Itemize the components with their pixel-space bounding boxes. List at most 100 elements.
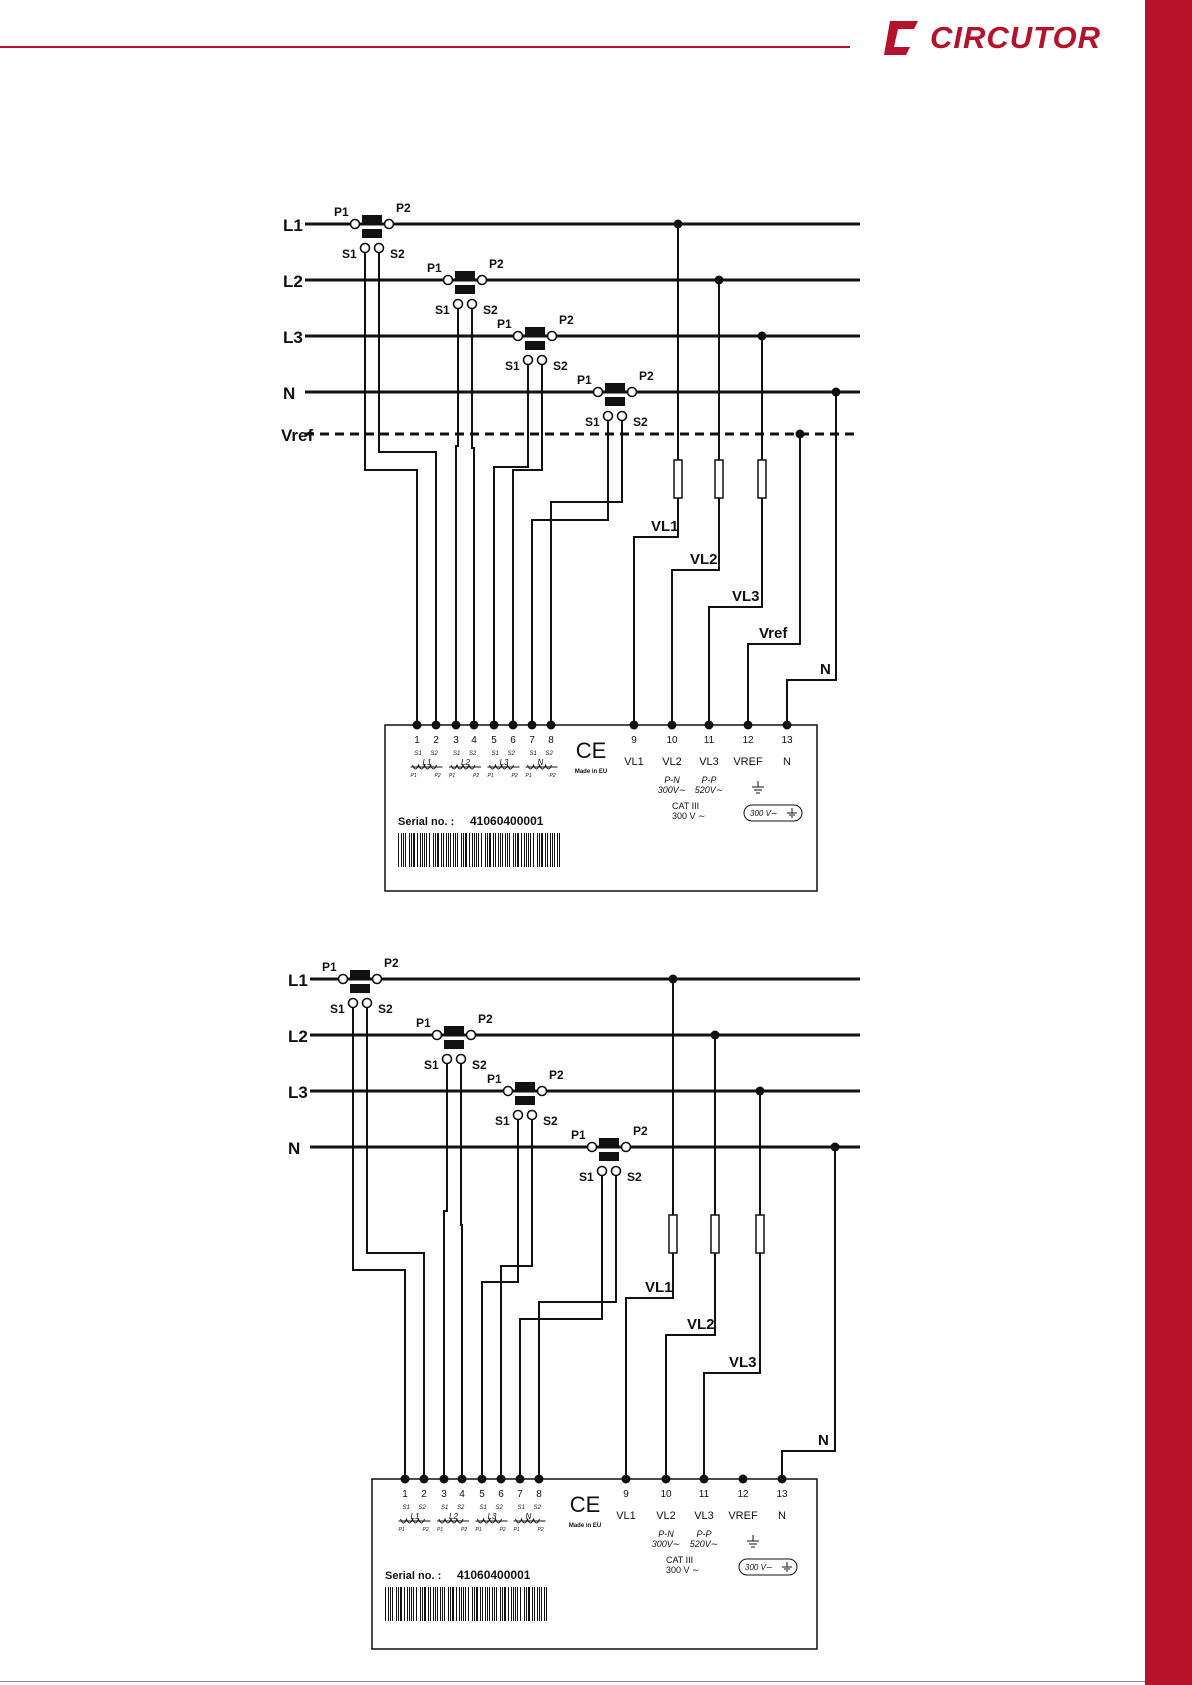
- ct-symbol-s1: S1: [518, 1505, 525, 1511]
- voltage-wire: [781, 1147, 836, 1479]
- barcode-bar: [487, 1587, 488, 1621]
- ct-symbol-label: L2: [449, 1512, 458, 1521]
- barcode-bar: [528, 833, 529, 867]
- barcode-bar: [442, 1587, 443, 1621]
- terminal-screw: [400, 1474, 410, 1484]
- terminal-screw: [489, 720, 499, 730]
- serial-label: Serial no. :: [385, 1570, 441, 1582]
- ct-symbol-label: L3: [488, 1512, 497, 1521]
- terminal-name: VL3: [699, 756, 719, 768]
- ct-secondary: [599, 1152, 619, 1161]
- barcode-bar: [461, 833, 462, 867]
- ct-s2-terminal: [466, 298, 478, 310]
- barcode-bar: [530, 833, 531, 867]
- barcode-bar: [417, 833, 418, 867]
- wire-label: Vref: [759, 625, 788, 642]
- ct-label-p2: P2: [639, 369, 654, 383]
- terminal-screw: [704, 720, 714, 730]
- barcode-bar: [433, 1587, 434, 1621]
- voltage-wire: [708, 336, 763, 725]
- ct-symbol-label: L3: [500, 758, 509, 767]
- ct-symbol-label: N: [526, 1512, 532, 1521]
- ct-secondary: [525, 341, 545, 350]
- barcode-bar: [552, 833, 553, 867]
- barcode-bar: [480, 1587, 481, 1621]
- ct-symbol-s2: S2: [457, 1505, 465, 1511]
- barcode-bar: [448, 1587, 449, 1621]
- voltage-wire: [671, 280, 720, 725]
- ct-label-p1: P1: [334, 205, 349, 219]
- barcode-bar: [517, 1587, 518, 1621]
- ct-s2-terminal: [616, 410, 628, 422]
- ct-p2-terminal: [371, 973, 383, 985]
- ct-s2-wire: [550, 420, 623, 725]
- barcode-bar: [390, 1587, 391, 1621]
- terminal-number: 10: [660, 1489, 672, 1500]
- barcode-bar: [515, 833, 516, 867]
- rating-pn-voltage: 300V∼: [658, 785, 687, 795]
- terminal-screw: [469, 720, 479, 730]
- side-accent-bar: [1145, 0, 1192, 1685]
- barcode-bar: [422, 833, 423, 867]
- rating-pp: P-P: [696, 1529, 711, 1539]
- barcode-bar: [492, 1587, 493, 1621]
- ct-s2-terminal: [373, 242, 385, 254]
- line-label-l2: L2: [288, 1027, 308, 1046]
- barcode-bar: [507, 833, 508, 867]
- terminal-screw: [621, 1474, 631, 1484]
- ct-symbol-label: L1: [423, 758, 432, 767]
- terminal-number: 12: [742, 735, 754, 746]
- barcode-bar: [398, 1587, 399, 1621]
- terminal-number: 13: [776, 1489, 788, 1500]
- rating-pp-voltage: 520V∼: [695, 785, 724, 795]
- line-label-l3: L3: [283, 328, 303, 347]
- barcode-bar: [474, 1587, 475, 1621]
- fuse-icon: [710, 1214, 720, 1254]
- terminal-screw: [777, 1474, 787, 1484]
- barcode-bar: [398, 833, 399, 867]
- ct-symbol-label: L2: [461, 758, 470, 767]
- ct-s1-terminal: [441, 1053, 453, 1065]
- barcode-bar: [524, 1587, 525, 1621]
- terminal-screw: [439, 1474, 449, 1484]
- ct-s2-wire: [378, 252, 437, 725]
- ct-s2-terminal: [536, 354, 548, 366]
- ct-label-s2: S2: [627, 1170, 642, 1184]
- rating-pp: P-P: [701, 775, 716, 785]
- terminal-number: 9: [631, 735, 637, 746]
- category-label: CAT III: [666, 1555, 693, 1565]
- ct-coil-icon: [515, 1517, 540, 1524]
- ct-symbol-p2: P2: [500, 1527, 506, 1533]
- barcode: [398, 833, 560, 867]
- terminal-name: VL2: [656, 1510, 676, 1522]
- barcode-bar: [411, 1587, 412, 1621]
- terminal-screw: [508, 720, 518, 730]
- barcode-bar: [546, 1587, 547, 1621]
- barcode-bar: [508, 1587, 509, 1621]
- barcode-bar: [468, 1587, 469, 1621]
- barcode-bar: [504, 1587, 506, 1621]
- voltage-wire: [747, 434, 801, 725]
- terminal-number: 5: [491, 735, 497, 746]
- barcode-bar: [388, 1587, 389, 1621]
- terminal-number: 11: [704, 735, 715, 746]
- barcode-bar: [405, 833, 406, 867]
- wire-label: VL1: [651, 518, 679, 535]
- terminal-number: 4: [459, 1489, 465, 1500]
- ct-s2-wire: [471, 308, 475, 725]
- ct-symbol-s2: S2: [546, 751, 554, 757]
- barcode-bar: [452, 1587, 454, 1621]
- terminal-screw: [515, 1474, 525, 1484]
- ct-s1-wire: [493, 364, 529, 725]
- serial-number: 41060400001: [457, 1568, 531, 1582]
- barcode-bar: [544, 1587, 545, 1621]
- barcode-bar: [509, 833, 510, 867]
- ct-s1-terminal: [522, 354, 534, 366]
- terminal-number: 3: [441, 1489, 447, 1500]
- ct-label-p2: P2: [633, 1124, 648, 1138]
- terminal-screw: [457, 1474, 467, 1484]
- barcode-bar: [474, 833, 475, 867]
- barcode-bar: [413, 833, 415, 867]
